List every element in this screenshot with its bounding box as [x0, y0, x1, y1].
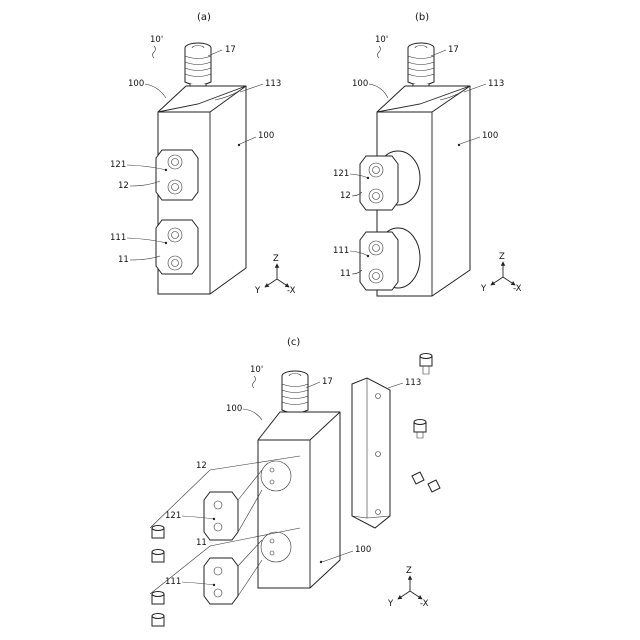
figure-b-label-11: 11 [340, 269, 351, 279]
figure-b-clamp-11 [360, 228, 420, 290]
figure-b-label-100-right: 100 [482, 131, 498, 141]
figure-a-label-17: 17 [225, 45, 236, 55]
figure-a-label-12: 12 [118, 181, 129, 191]
figure-a-clamp-11 [156, 220, 198, 274]
figure-c-label-11: 11 [196, 538, 207, 548]
figure-c-screws-right [412, 354, 440, 493]
figure-c-axis-z: Z [406, 566, 412, 576]
figure-a-axis-x: -X [287, 286, 296, 296]
figure-a-device-squiggle [153, 46, 156, 58]
figure-c-clamp-12 [204, 470, 262, 540]
figure-c: (c) 10' [150, 337, 440, 626]
figure-c-plate-113 [352, 378, 390, 528]
figure-a-label-11: 11 [118, 255, 129, 265]
figure-b-label-100-left: 100 [352, 79, 368, 89]
figure-a-axis-y: Y [254, 286, 261, 296]
figure-b-axis-z: Z [499, 252, 505, 262]
figure-a-clamp-12 [156, 150, 198, 200]
figure-c-axis-x: -X [420, 599, 429, 609]
figure-c-label-100-bottom: 100 [355, 545, 371, 555]
figure-c-axes-icon: Z Y -X [387, 566, 429, 609]
figure-b-label-121: 121 [333, 169, 349, 179]
figure-c-label-113: 113 [405, 378, 421, 388]
figure-c-label-121: 121 [165, 511, 181, 521]
figure-a: (a) 10' [110, 12, 296, 296]
figure-c-screws-left [152, 526, 164, 627]
figure-b-axes-icon: Z Y -X [480, 252, 522, 294]
figure-a-axes-icon: Z Y -X [254, 254, 296, 296]
figure-a-axis-z: Z [273, 254, 279, 264]
figure-c-clamp-11 [204, 540, 262, 604]
figure-b-device-label: 10' [375, 35, 388, 45]
figure-c-axis-y: Y [387, 599, 394, 609]
figure-a-label-113: 113 [265, 79, 281, 89]
figure-b: (b) 10' [333, 12, 522, 296]
figure-c-title: (c) [287, 337, 300, 348]
figure-b-label-111: 111 [333, 246, 349, 256]
figure-c-device-label: 10' [250, 365, 263, 375]
figure-a-label-121: 121 [110, 160, 126, 170]
figure-b-label-113: 113 [488, 79, 504, 89]
figure-b-device-squiggle [378, 46, 381, 58]
figure-b-title: (b) [415, 12, 429, 23]
figure-c-label-100-top: 100 [226, 404, 242, 414]
figure-b-label-12: 12 [340, 191, 351, 201]
figure-b-axis-y: Y [480, 284, 487, 294]
figure-a-label-111: 111 [110, 233, 126, 243]
figure-c-label-17: 17 [322, 377, 333, 387]
figure-b-axis-x: -X [513, 284, 522, 294]
figure-a-title: (a) [197, 12, 211, 23]
figure-c-label-12: 12 [196, 461, 207, 471]
figure-a-label-100-right: 100 [258, 131, 274, 141]
figure-a-device-label: 10' [150, 35, 163, 45]
figure-a-label-100-left: 100 [128, 79, 144, 89]
figure-c-label-111: 111 [165, 577, 181, 587]
figure-b-label-17: 17 [448, 45, 459, 55]
figure-c-body-block [258, 412, 340, 588]
figure-c-device-squiggle [253, 376, 256, 388]
